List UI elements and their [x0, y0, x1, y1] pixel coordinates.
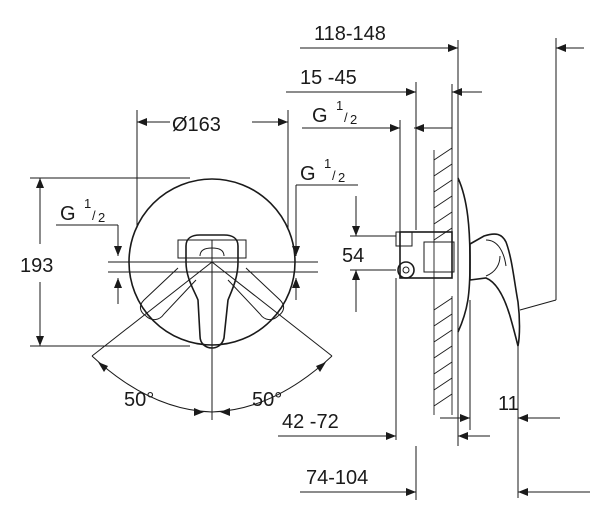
thread-side-label: G: [312, 105, 328, 127]
depth-overall-label: 74-104: [306, 467, 368, 489]
cover-plate-profile: [457, 177, 471, 333]
diameter-dimension: Ø163: [136, 110, 289, 228]
height-dimension: 193: [20, 177, 190, 347]
depth-total-label: 118-148: [314, 23, 386, 45]
thread-left-numerator: 1: [84, 196, 91, 211]
port-spacing-label: 54: [342, 245, 364, 267]
depth-body-dimension: 42 -72: [278, 278, 490, 446]
diameter-label: Ø163: [172, 114, 221, 136]
depth-wall-label: 15 -45: [300, 67, 357, 89]
thread-front-label: G: [300, 163, 316, 185]
lever-front-outline: [185, 234, 239, 349]
height-label: 193: [20, 255, 53, 277]
thread-left-dimension: G 1 / 2: [56, 196, 122, 304]
side-view: [395, 147, 521, 415]
plate-gap-label: 11: [498, 393, 519, 415]
side-outlet: [397, 261, 415, 279]
valve-body: [399, 231, 453, 279]
thread-left-label: G: [60, 203, 76, 225]
thread-side-denominator: 2: [350, 112, 357, 127]
thread-left-slash: /: [92, 208, 96, 223]
thread-front-denominator: 2: [338, 170, 345, 185]
angle-right-label: 50°: [252, 389, 282, 411]
thread-front-dimension: G 1 / 2: [292, 156, 358, 300]
thread-side-slash: /: [344, 110, 348, 125]
lever-rotated-left: [139, 267, 197, 321]
depth-wall-dimension: 15 -45: [286, 67, 482, 230]
thread-left-denominator: 2: [98, 210, 105, 225]
lever-side-profile: [469, 233, 521, 347]
angle-left-label: 50°: [124, 389, 154, 411]
front-view: [91, 178, 333, 420]
depth-total-dimension: 118-148: [300, 23, 584, 300]
lever-rotated-right: [227, 267, 285, 321]
thread-front-slash: /: [332, 168, 336, 183]
depth-overall-dimension: 74-104: [300, 446, 590, 500]
plate-gap-dimension: 11: [440, 300, 560, 498]
depth-body-label: 42 -72: [282, 411, 339, 433]
thread-side-dimension: G 1 / 2: [302, 98, 452, 232]
thread-front-numerator: 1: [324, 156, 331, 171]
port-spacing-dimension: 54: [342, 196, 396, 312]
wall-hatching: [433, 147, 453, 415]
thread-side-numerator: 1: [336, 98, 343, 113]
